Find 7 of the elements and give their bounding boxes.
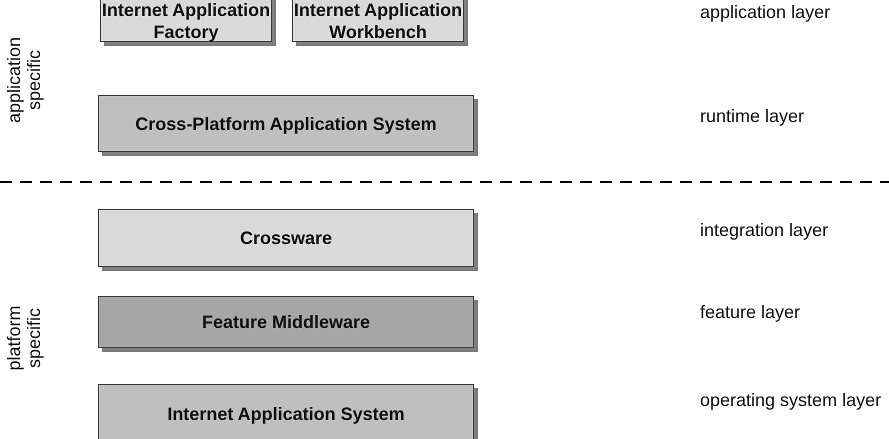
side-label: platform specific	[4, 304, 44, 373]
layer-label: runtime layer	[700, 105, 806, 128]
side-label: application specific	[4, 36, 44, 126]
layer-label: integration layer	[700, 219, 830, 242]
layer-label: operating system layer	[700, 389, 882, 412]
layer-label: application layer	[700, 1, 832, 24]
layer-label: feature layer	[700, 301, 802, 324]
